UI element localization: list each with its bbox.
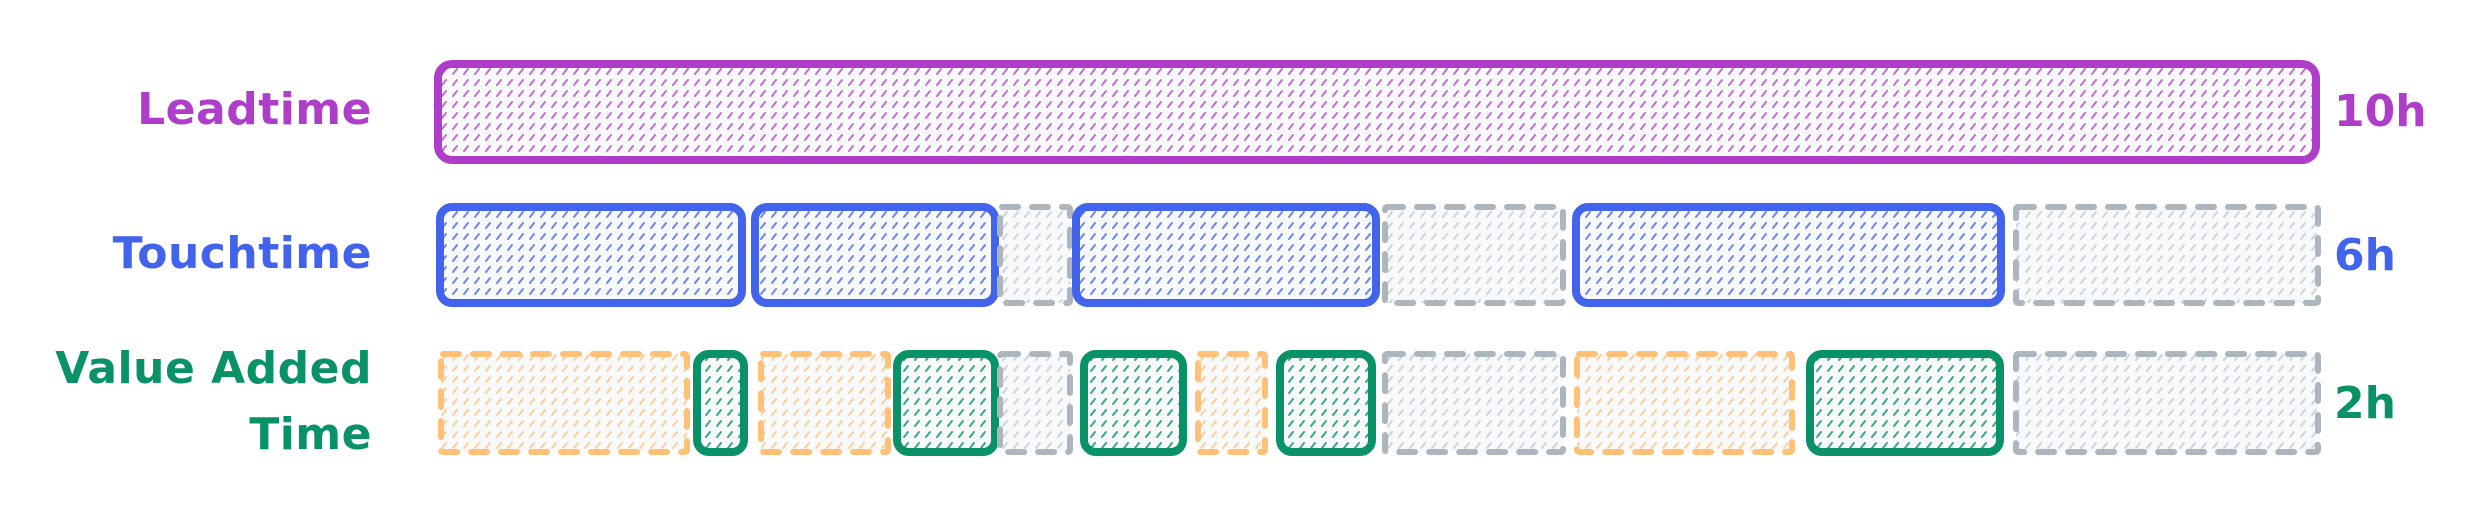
waiting-segment [1195, 351, 1268, 455]
idle-segment [997, 204, 1073, 306]
leadtime-segment [434, 60, 2320, 164]
value-added-segment [1276, 350, 1376, 456]
idle-segment [997, 351, 1073, 455]
leadtime-label: Leadtime [137, 84, 372, 135]
value-added-label-line1: Value Added [55, 343, 372, 394]
value-added-label-line2: Time [249, 409, 372, 460]
value-added-segment [1806, 350, 2004, 456]
touchtime-total: 6h [2334, 230, 2396, 281]
waiting-segment [758, 351, 891, 455]
idle-segment [1382, 204, 1566, 306]
touchtime-segment [436, 203, 746, 307]
value-added-time-label: Value Added Time [55, 336, 372, 468]
leadtime-bar-row [434, 60, 2320, 164]
touchtime-bar-row [436, 203, 2321, 307]
value-added-total: 2h [2334, 378, 2396, 429]
value-added-bar-row [438, 350, 2321, 456]
waiting-segment [1574, 351, 1795, 455]
waiting-segment [438, 351, 690, 455]
value-added-segment [1080, 350, 1187, 456]
touchtime-segment [751, 203, 999, 307]
value-added-segment [693, 350, 748, 456]
touchtime-label: Touchtime [112, 228, 372, 279]
touchtime-segment [1572, 203, 2005, 307]
idle-segment [2013, 351, 2321, 455]
value-added-segment [893, 350, 999, 456]
leadtime-total: 10h [2334, 86, 2427, 137]
touchtime-segment [1072, 203, 1380, 307]
idle-segment [2013, 204, 2321, 306]
idle-segment [1382, 351, 1566, 455]
